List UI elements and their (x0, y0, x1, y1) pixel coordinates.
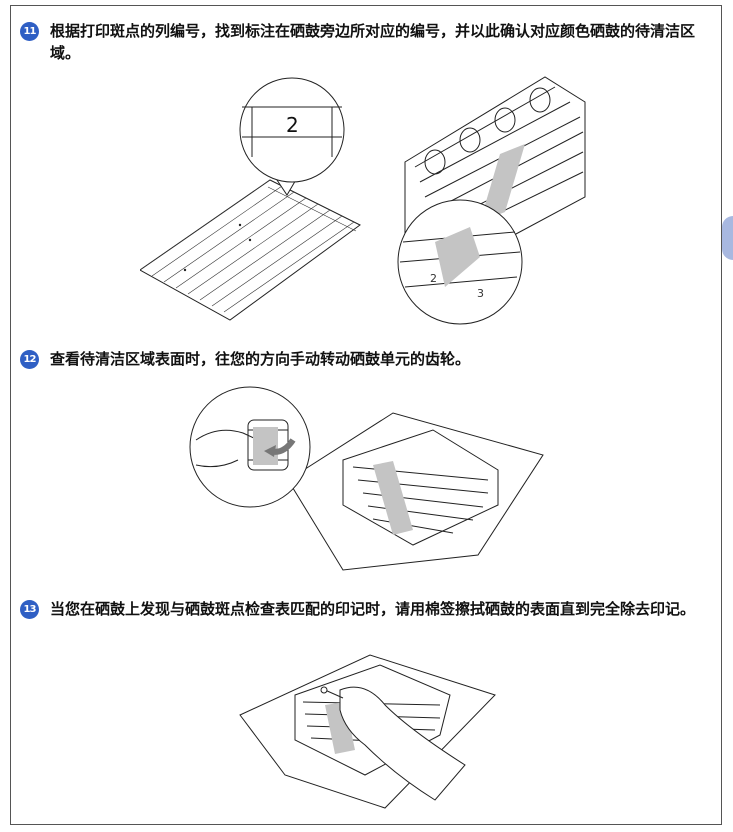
step-13: 13 当您在硒鼓上发现与硒鼓斑点检查表匹配的印记时，请用棉签擦拭硒鼓的表面直到完… (20, 598, 710, 620)
step-11: 11 根据打印斑点的列编号，找到标注在硒鼓旁边所对应的编号，并以此确认对应颜色硒… (20, 20, 710, 64)
sheet-column-number: 2 (286, 113, 299, 137)
step-text: 当您在硒鼓上发现与硒鼓斑点检查表匹配的印记时，请用棉签擦拭硒鼓的表面直到完全除去… (50, 600, 696, 618)
drum-column-label-3: 3 (477, 287, 484, 300)
step-12: 12 查看待清洁区域表面时，往您的方向手动转动硒鼓单元的齿轮。 (20, 348, 710, 370)
drum-dot-check-sheet-illustration: 2 (140, 77, 361, 321)
chapter-side-tab (722, 216, 733, 260)
step-text: 查看待清洁区域表面时，往您的方向手动转动硒鼓单元的齿轮。 (50, 350, 471, 368)
step-number-badge: 12 (20, 350, 39, 369)
step-number-badge: 11 (20, 22, 39, 41)
drum-column-label-2: 2 (430, 272, 437, 285)
step-text: 根据打印斑点的列编号，找到标注在硒鼓旁边所对应的编号，并以此确认对应颜色硒鼓的待… (50, 22, 696, 62)
drum-unit-closeup-illustration: 2 3 (397, 76, 586, 325)
wipe-drum-cotton-swab-illustration (239, 654, 496, 809)
step-number-badge: 13 (20, 600, 39, 619)
rotate-drum-gear-illustration (189, 386, 544, 571)
